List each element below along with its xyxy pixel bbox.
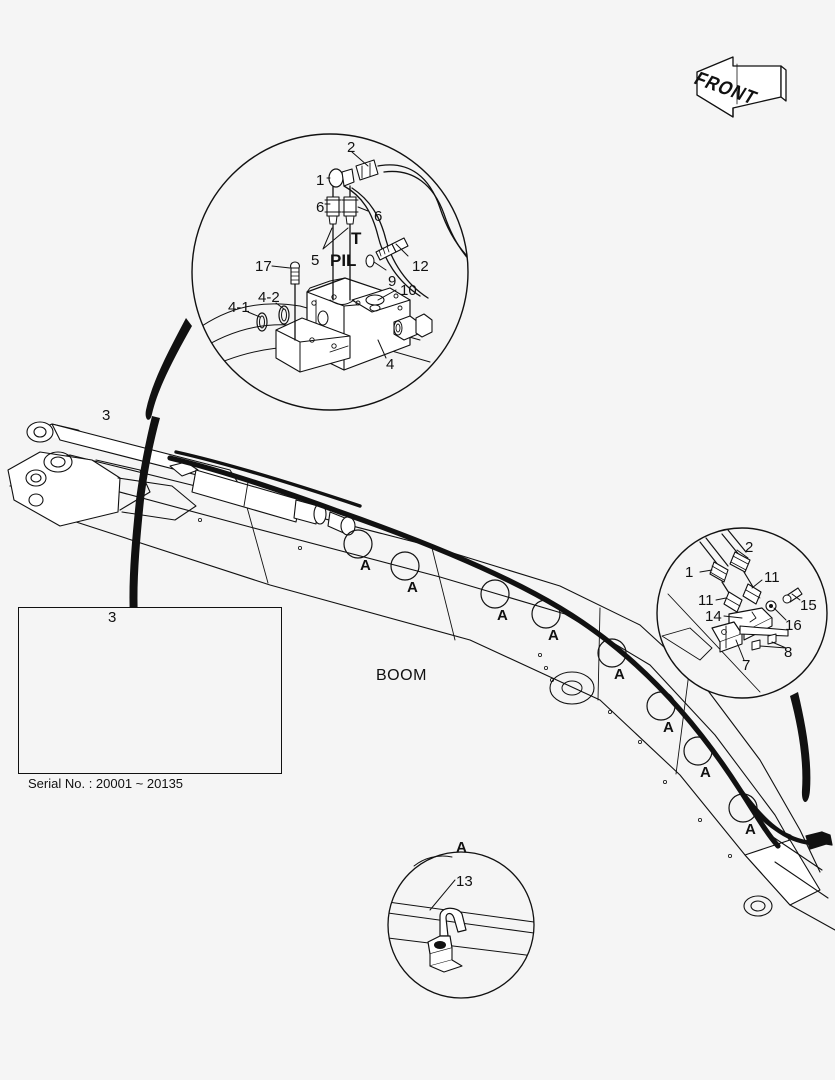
detail-top-callout-1: 1 bbox=[316, 172, 325, 189]
clamp-callout-a-6: A bbox=[663, 719, 674, 736]
boom-label: BOOM bbox=[376, 667, 427, 684]
detail-leader-pointers bbox=[129, 318, 811, 802]
detail-bottom-section-label: A bbox=[456, 839, 467, 856]
detail-right-leaders bbox=[699, 549, 801, 661]
port-label-t: T bbox=[351, 229, 362, 248]
detail-bottom-callout-13: 13 bbox=[456, 873, 473, 890]
detail-top-leaders bbox=[247, 151, 409, 359]
detail-top-callout-9: 9 bbox=[388, 273, 397, 290]
detail-top-callout-4: 4 bbox=[386, 356, 395, 373]
clamp-callout-a-1: A bbox=[360, 557, 371, 574]
detail-top-callout-4-1: 4-1 bbox=[228, 299, 250, 316]
hydraulic-hose-run bbox=[167, 450, 815, 849]
clamp-callout-a-8: A bbox=[745, 821, 756, 838]
main-callout-3: 3 bbox=[102, 407, 111, 424]
detail-right-callout-11a: 11 bbox=[764, 569, 780, 586]
clamp-callout-rings bbox=[343, 529, 758, 823]
serial-number-note: Serial No. : 20001 ~ 20135 bbox=[28, 776, 184, 791]
detail-top-callout-10: 10 bbox=[400, 282, 417, 299]
clamp-callout-a-7: A bbox=[700, 764, 711, 781]
detail-top-callout-6b: 6 bbox=[374, 208, 383, 225]
front-arrow-shape bbox=[696, 56, 787, 118]
detail-top-callout-5: 5 bbox=[311, 252, 320, 269]
cylinder-variant-inset bbox=[18, 607, 282, 774]
detail-right-callout-2: 2 bbox=[745, 539, 754, 556]
front-arrow-label: FRONT bbox=[690, 68, 762, 109]
clamp-callout-a-3: A bbox=[497, 607, 508, 624]
clamp-callout-a-5: A bbox=[614, 666, 625, 683]
detail-right-callout-14: 14 bbox=[705, 608, 722, 625]
detail-right-callout-16: 16 bbox=[785, 617, 802, 634]
port-label-pil: PIL bbox=[330, 251, 357, 270]
detail-top-callout-4-2: 4-2 bbox=[258, 289, 280, 306]
detail-bottom-leaders bbox=[413, 855, 456, 911]
hose-end-fitting bbox=[805, 831, 833, 850]
detail-right-callout-1: 1 bbox=[685, 564, 694, 581]
detail-top-callout-6a: 6 bbox=[316, 199, 325, 216]
detail-top-callout-12: 12 bbox=[412, 258, 429, 275]
clamp-callout-a-2: A bbox=[407, 579, 418, 596]
detail-right-callout-15: 15 bbox=[800, 597, 817, 614]
front-direction-arrow: FRONT bbox=[688, 48, 798, 118]
detail-right-callout-7: 7 bbox=[742, 657, 751, 674]
clamp-callout-a-4: A bbox=[548, 627, 559, 644]
detail-right-callout-11b: 11 bbox=[698, 592, 714, 609]
detail-top-callout-17: 17 bbox=[255, 258, 272, 275]
detail-top-callout-2: 2 bbox=[347, 139, 356, 156]
detail-right-callout-8: 8 bbox=[784, 644, 793, 661]
inset-callout-3: 3 bbox=[108, 609, 117, 626]
